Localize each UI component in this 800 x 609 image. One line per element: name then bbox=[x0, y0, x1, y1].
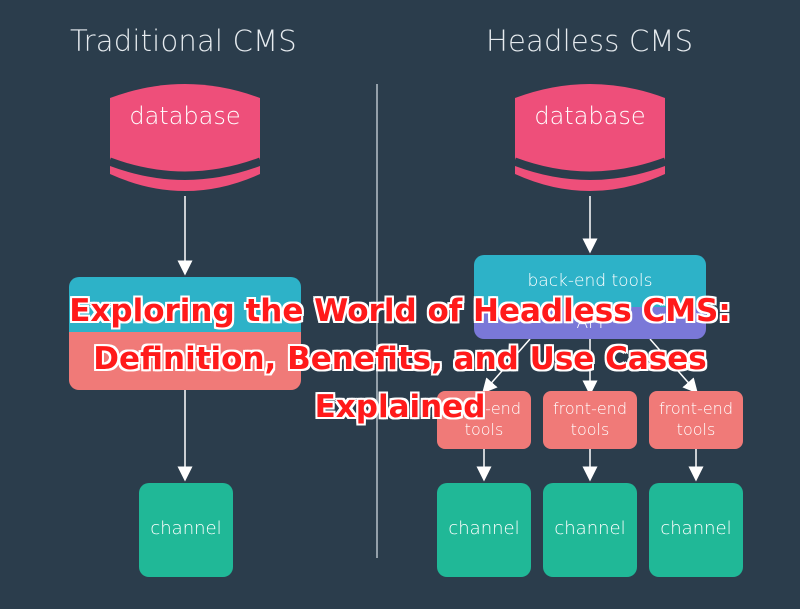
channel-label: channel bbox=[554, 518, 626, 539]
backend-tools-segment: back-end tools bbox=[474, 255, 706, 307]
channel-label: channel bbox=[660, 518, 732, 539]
database-label: database bbox=[534, 102, 646, 130]
headless-channel: channel bbox=[649, 483, 743, 577]
overlay-title-line3: Explained bbox=[314, 389, 486, 425]
headless-channel: channel bbox=[437, 483, 531, 577]
overlay-title: Exploring the World of Headless CMS: Def… bbox=[20, 287, 780, 431]
backend-tools-label: back-end tools bbox=[527, 271, 653, 291]
headless-cms-heading: Headless CMS bbox=[486, 24, 694, 58]
column-divider bbox=[376, 84, 378, 558]
database-label: database bbox=[129, 102, 241, 130]
frontend-tools-line1: front-end bbox=[447, 399, 521, 418]
traditional-frontend-segment bbox=[69, 332, 301, 390]
overlay-title-line2: Definition, Benefits, and Use Cases bbox=[93, 341, 707, 377]
channel-label: channel bbox=[448, 518, 520, 539]
traditional-cms-heading: Traditional CMS bbox=[70, 24, 297, 58]
database-cylinder-icon bbox=[514, 84, 666, 191]
traditional-channel: channel bbox=[139, 483, 233, 577]
traditional-cms-box bbox=[69, 277, 301, 390]
frontend-tools-line2: tools bbox=[570, 420, 610, 439]
frontend-tools-line1: front-end bbox=[553, 399, 627, 418]
traditional-database: database bbox=[109, 84, 261, 196]
frontend-tools-box: front-end tools bbox=[437, 391, 531, 449]
frontend-tools-line1: front-end bbox=[659, 399, 733, 418]
channel-label: channel bbox=[150, 518, 222, 539]
frontend-tools-line2: tools bbox=[676, 420, 716, 439]
overlay-title-line1: Exploring the World of Headless CMS: bbox=[69, 293, 731, 329]
headless-channel: channel bbox=[543, 483, 637, 577]
database-cylinder-icon bbox=[109, 84, 261, 191]
arrow-api-to-frontend-3 bbox=[649, 338, 698, 394]
traditional-backend-segment bbox=[69, 277, 301, 332]
frontend-tools-box: front-end tools bbox=[543, 391, 637, 449]
arrow-api-to-frontend-1 bbox=[482, 338, 531, 394]
frontend-tools-line2: tools bbox=[464, 420, 504, 439]
headless-database: database bbox=[514, 84, 666, 196]
frontend-tools-box: front-end tools bbox=[649, 391, 743, 449]
headless-backend-box: back-end tools API bbox=[474, 255, 706, 339]
api-segment: API bbox=[474, 307, 706, 339]
api-label: API bbox=[576, 313, 604, 333]
